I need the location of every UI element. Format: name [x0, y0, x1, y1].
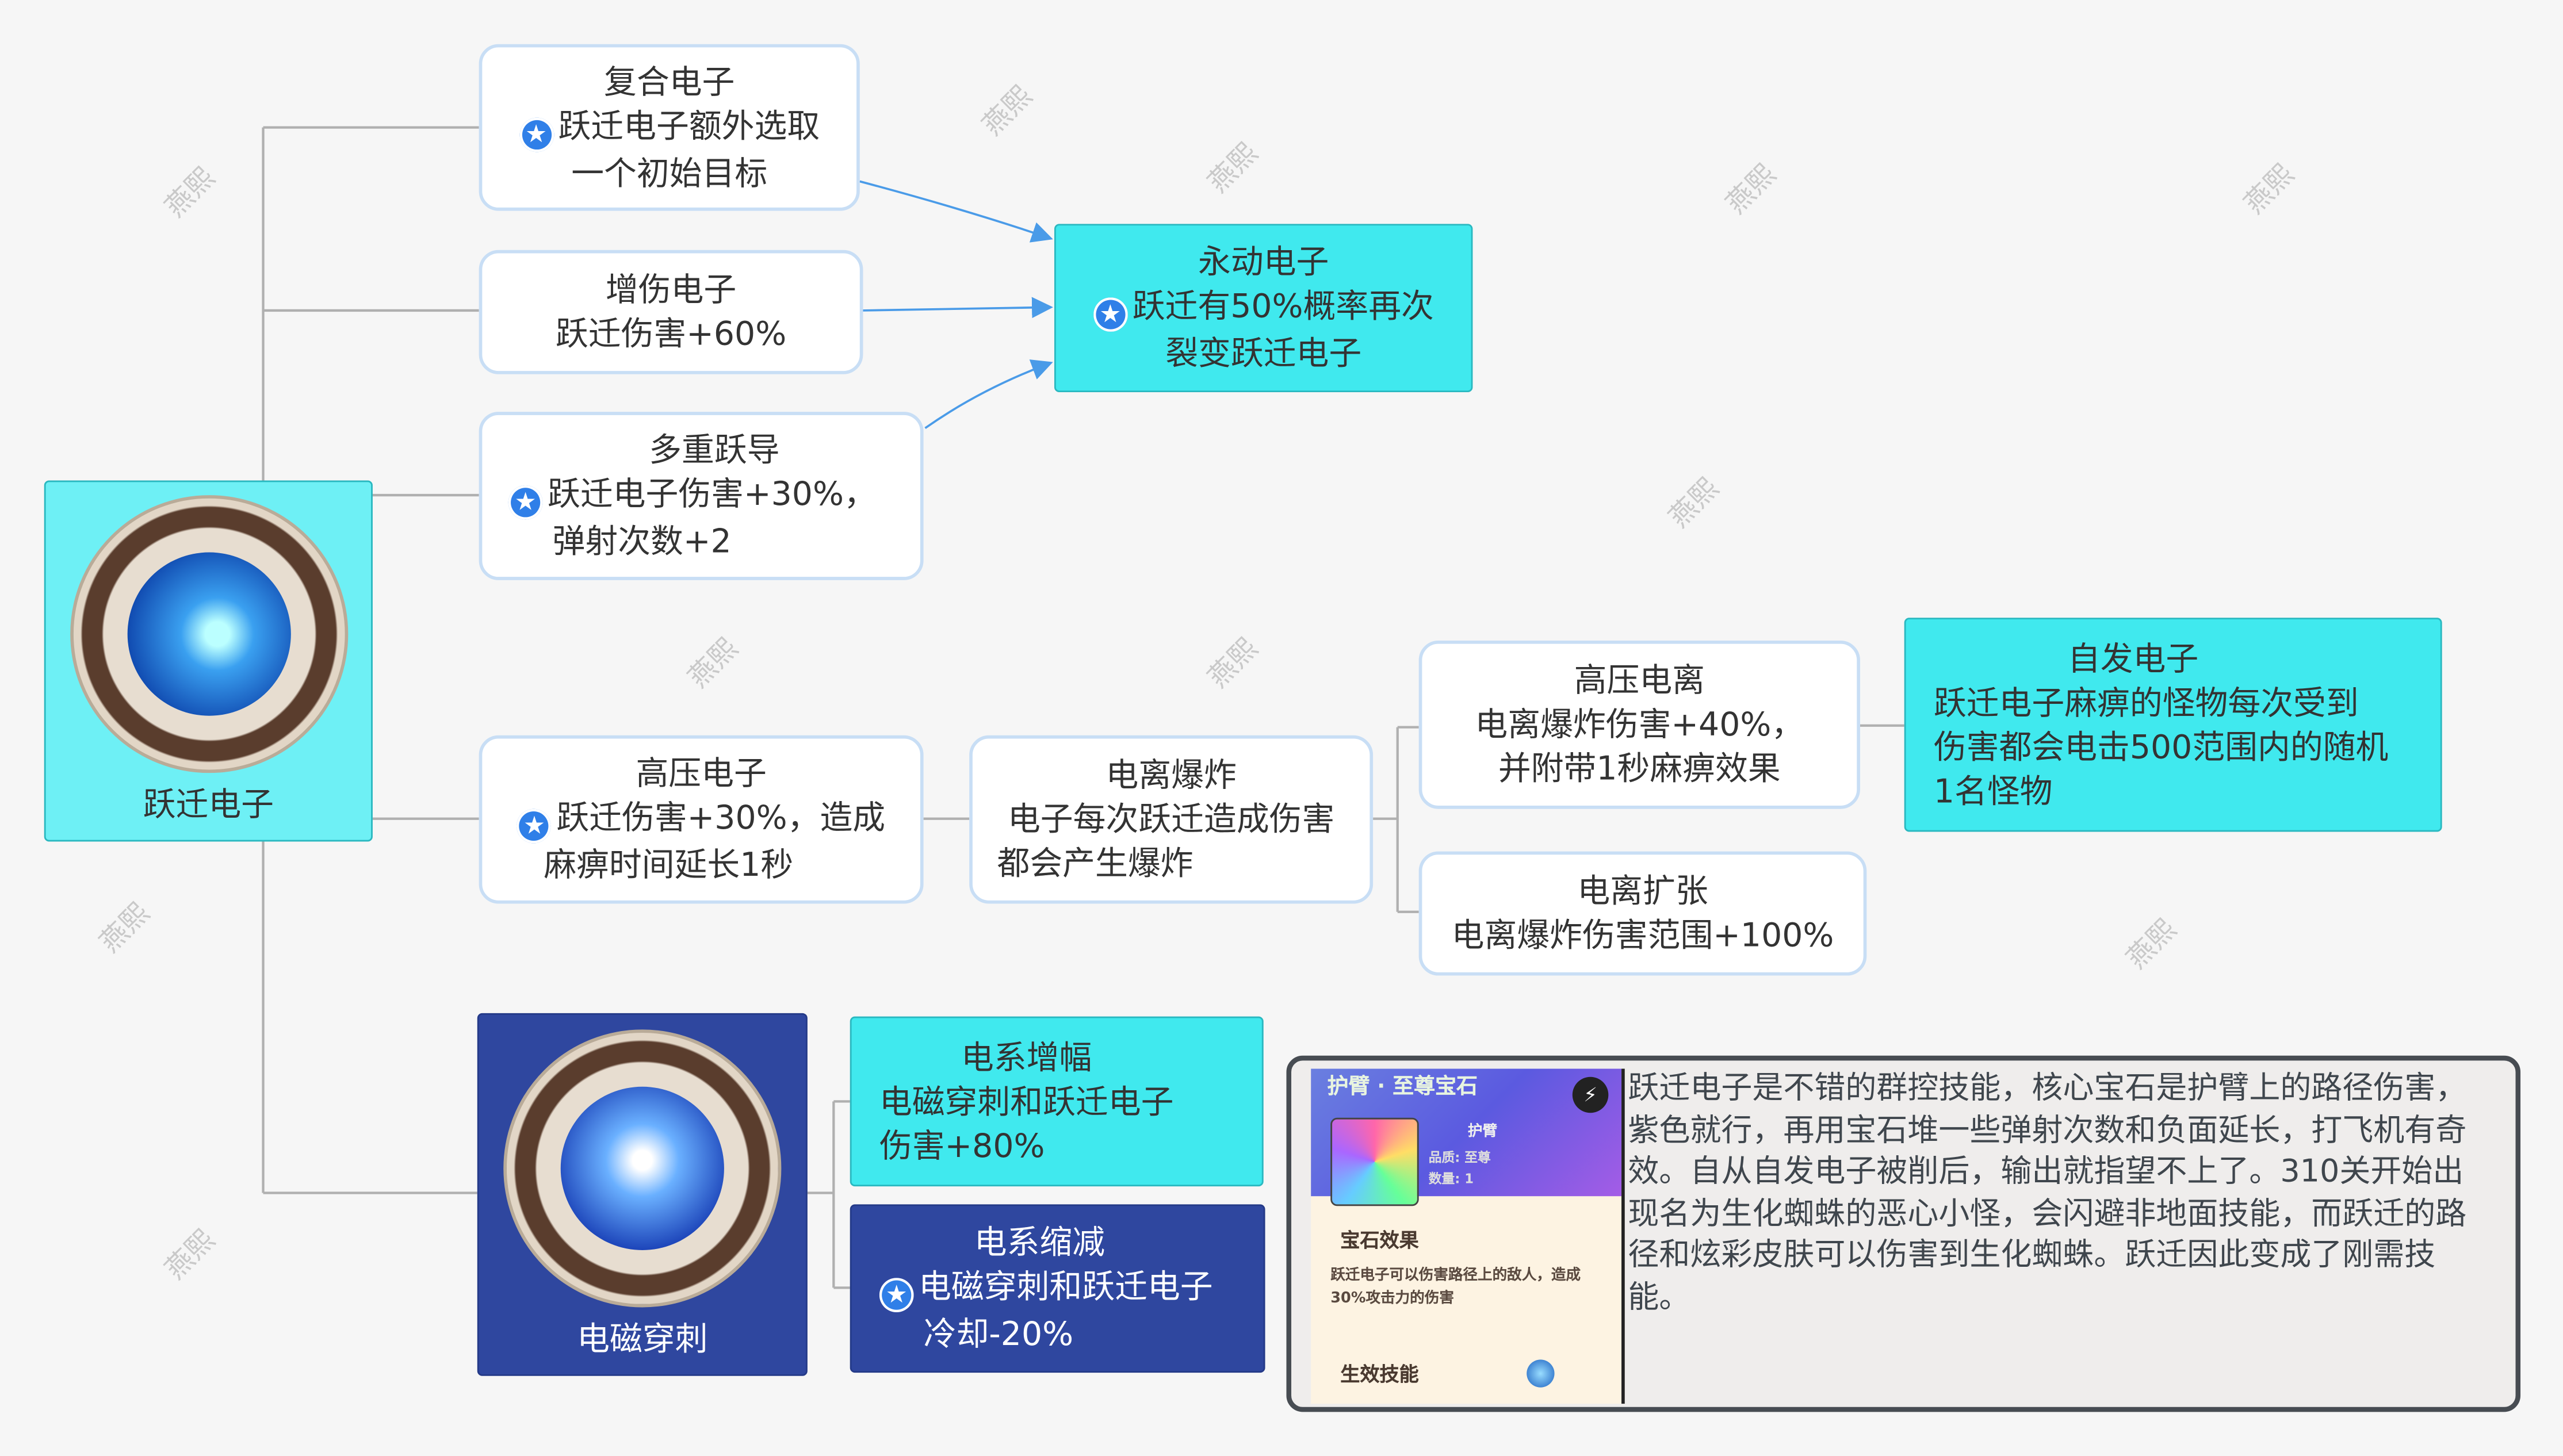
root-node[interactable]: 跃迁电子: [44, 480, 373, 842]
node-duochong[interactable]: 多重跃导 ★跃迁电子伤害+30%， 弹射次数+2: [479, 412, 924, 580]
comment-line: 径和炫彩皮肤可以伤害到生化蜘蛛。跃迁因此变成了刚需技能。: [1628, 1237, 2436, 1315]
node-title: 增伤电子: [605, 269, 737, 309]
gem-image: [1330, 1117, 1419, 1206]
node-title: 电系增幅: [961, 1037, 1092, 1076]
node-title: 多重跃导: [649, 430, 780, 469]
node-suojian[interactable]: 电系缩减 ★电磁穿刺和跃迁电子 冷却-20%: [850, 1204, 1265, 1373]
count-label: 数量:: [1428, 1171, 1460, 1187]
star-icon: ★: [879, 1278, 914, 1312]
node-title: 电磁穿刺: [577, 1317, 708, 1358]
node-text: 电离爆炸伤害+40%，: [1475, 704, 1804, 744]
node-text: 跃迁伤害+60%: [555, 313, 787, 353]
node-text: 冷却-20%: [923, 1313, 1074, 1354]
node-text: 跃迁有50%概率再次: [1132, 286, 1434, 325]
node-text: 伤害+80%: [879, 1125, 1045, 1164]
gem-card: 护臂 · 至尊宝石 ⚡ 护臂 品质: 至尊 数量: 1 宝石效果 跃迁电子可以伤…: [1311, 1068, 1625, 1404]
node-title: 高压电离: [1574, 660, 1705, 700]
node-title: 电系缩减: [974, 1222, 1105, 1262]
comment-line: 效。自从自发电子被削后，输出就指望不上了。310关开始出: [1628, 1154, 2464, 1190]
comment-line: 现名为生化蜘蛛的恶心小怪，会闪避非地面技能，而跃迁的路: [1628, 1195, 2467, 1232]
gem-title: 护臂 · 至尊宝石: [1327, 1075, 1478, 1100]
lock-icon: ⚡: [1572, 1076, 1609, 1113]
node-dianci[interactable]: 电磁穿刺: [477, 1013, 808, 1376]
node-title: 自发电子: [2067, 638, 2199, 677]
node-fuhe[interactable]: 复合电子 ★跃迁电子额外选取 一个初始目标: [479, 44, 860, 211]
node-text: 跃迁电子麻痹的怪物每次受到: [1933, 682, 2359, 722]
quality-label: 品质:: [1428, 1150, 1460, 1166]
node-text: 并附带1秒麻痹效果: [1498, 748, 1781, 788]
comment-line: 跃迁电子是不错的群控技能，核心宝石是护臂上的路径伤害，: [1628, 1070, 2467, 1106]
quality-value: 至尊: [1464, 1150, 1491, 1166]
effect-header: 宝石效果: [1340, 1229, 1419, 1252]
node-text: 1名怪物: [1933, 770, 2053, 810]
node-title: 电离爆炸: [1105, 754, 1237, 795]
node-text: 跃迁电子伤害+30%，: [548, 474, 877, 514]
comment-text: 跃迁电子是不错的群控技能，核心宝石是护臂上的路径伤害， 紫色就行，再用宝石堆一些…: [1628, 1069, 2492, 1319]
node-title: 永动电子: [1198, 242, 1329, 281]
node-gaoya-dianli[interactable]: 高压电离 电离爆炸伤害+40%， 并附带1秒麻痹效果: [1418, 640, 1860, 809]
node-text: 跃迁伤害+30%，造成: [556, 797, 886, 837]
skill-header: 生效技能: [1340, 1363, 1419, 1386]
star-icon: ★: [1093, 297, 1128, 332]
star-icon: ★: [508, 485, 543, 520]
node-text: 一个初始目标: [571, 152, 768, 192]
node-gaoya[interactable]: 高压电子 ★跃迁伤害+30%，造成 麻痹时间延长1秒: [479, 735, 924, 904]
root-label: 跃迁电子: [143, 784, 274, 824]
node-yongdong[interactable]: 永动电子 ★跃迁有50%概率再次 裂变跃迁电子: [1054, 224, 1473, 393]
node-text: 跃迁电子额外选取: [558, 105, 820, 145]
node-title: 电离扩张: [1577, 871, 1708, 910]
node-dianli-kuozhang[interactable]: 电离扩张 电离爆炸伤害范围+100%: [1418, 851, 1867, 976]
node-text: 弹射次数+2: [552, 521, 732, 561]
count-value: 1: [1464, 1171, 1474, 1187]
node-text: 伤害都会电击500范围内的随机: [1933, 726, 2389, 766]
gem-slot: 护臂: [1467, 1124, 1498, 1141]
star-icon: ★: [519, 117, 553, 151]
node-text: 电磁穿刺和跃迁电子: [879, 1080, 1174, 1121]
node-zengshang[interactable]: 增伤电子 跃迁伤害+60%: [479, 250, 863, 374]
node-dianli-baozha[interactable]: 电离爆炸 电子每次跃迁造成伤害 都会产生爆炸: [969, 735, 1374, 904]
comment-box: 护臂 · 至尊宝石 ⚡ 护臂 品质: 至尊 数量: 1 宝石效果 跃迁电子可以伤…: [1286, 1055, 2521, 1412]
node-text: 电离爆炸伤害范围+100%: [1451, 915, 1834, 955]
node-zifa[interactable]: 自发电子 跃迁电子麻痹的怪物每次受到 伤害都会电击500范围内的随机 1名怪物: [1904, 618, 2442, 832]
node-title: 复合电子: [604, 61, 735, 101]
effect-text: 跃迁电子可以伤害路径上的敌人，造成30%攻击力的伤害: [1330, 1268, 1581, 1308]
node-zengfu[interactable]: 电系增幅 电磁穿刺和跃迁电子 伤害+80%: [850, 1016, 1264, 1187]
node-title: 高压电子: [636, 753, 767, 793]
comment-line: 紫色就行，再用宝石堆一些弹射次数和负面延长，打飞机有奇: [1628, 1112, 2467, 1148]
node-text: 裂变跃迁电子: [1165, 333, 1362, 373]
star-icon: ★: [517, 809, 552, 844]
skill-icon: [69, 495, 347, 773]
node-text: 麻痹时间延长1秒: [544, 845, 794, 884]
skill-icon: [1527, 1359, 1555, 1388]
skill-icon: [503, 1028, 782, 1307]
node-text: 电磁穿刺和跃迁电子: [919, 1266, 1213, 1306]
node-text: 都会产生爆炸: [997, 843, 1193, 883]
node-text: 电子每次跃迁造成伤害: [1007, 799, 1335, 838]
